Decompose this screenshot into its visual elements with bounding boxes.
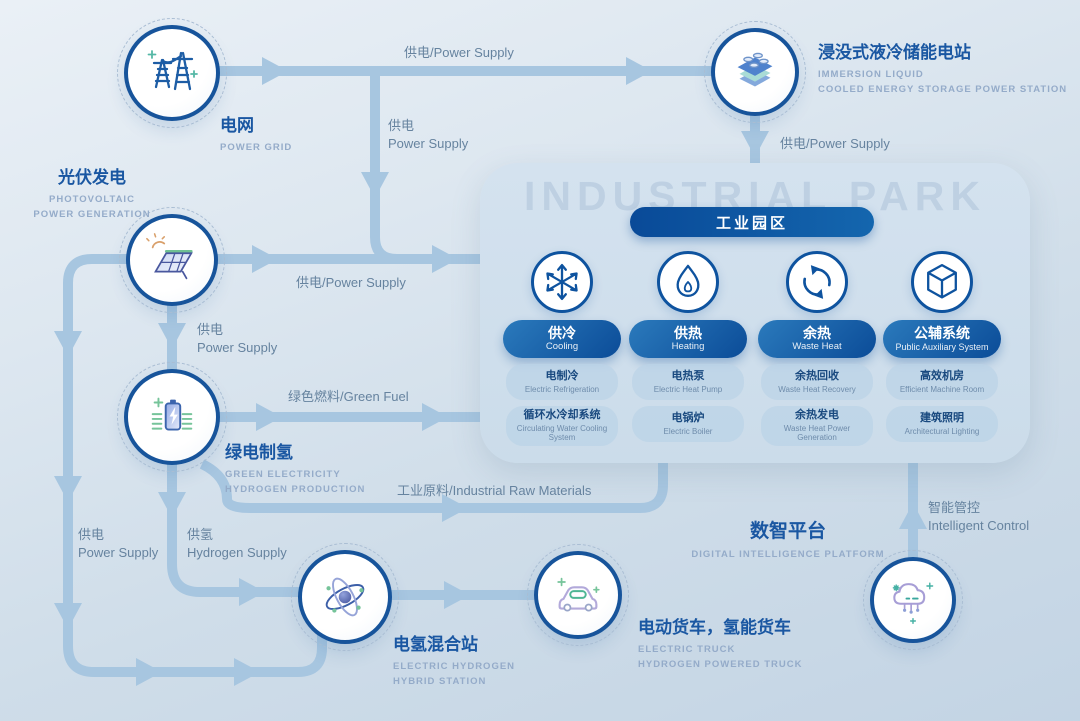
edge-label-pv-down: 供电 Power Supply <box>197 322 278 355</box>
heating-pill: 供热 Heating <box>629 320 747 358</box>
hybrid-station-label: 电氢混合站 ELECTRIC HYDROGEN HYBRID STATION <box>393 635 516 687</box>
trucks-label: 电动货车，氢能货车 ELECTRIC TRUCK HYDROGEN POWERE… <box>638 618 803 670</box>
wire-hydrogen-supply <box>167 464 305 597</box>
list-item: 电制冷 Electric Refrigeration <box>506 364 618 400</box>
truck-icon <box>557 577 600 612</box>
storage-station-icon <box>737 52 773 87</box>
photovoltaic-label: 光伏发电 PHOTOVOLTAIC POWER GENERATION <box>33 168 151 220</box>
list-item: 电锅炉 Electric Boiler <box>632 406 744 442</box>
truck-node <box>527 544 629 646</box>
digital-platform-label: 数智平台 DIGITAL INTELLIGENCE PLATFORM <box>691 521 885 560</box>
wire-raw-materials <box>199 459 668 513</box>
park-column-auxiliary: 公辅系统 Public Auxiliary System 高效机房 Effici… <box>883 251 1001 442</box>
storage-station-label: 浸没式液冷储能电站 IMMERSION LIQUID COOLED ENERGY… <box>818 43 1068 95</box>
park-column-heating: 供热 Heating 电热泵 Electric Heat Pump 电锅炉 El… <box>629 251 747 442</box>
list-item: 电热泵 Electric Heat Pump <box>632 364 744 400</box>
cooling-pill: 供冷 Cooling <box>503 320 621 358</box>
list-item: 高效机房 Efficient Machine Room <box>886 364 998 400</box>
list-item: 余热回收 Waste Heat Recovery <box>761 364 873 400</box>
edge-label-intelligent-control: 智能管控 Intelligent Control <box>928 500 1030 533</box>
digital-platform-node <box>863 550 963 650</box>
list-item: 建筑照明 Architectural Lighting <box>886 406 998 442</box>
storage-station-node <box>704 21 806 123</box>
wire-grid-branch-down <box>370 71 398 264</box>
cloud-platform-icon <box>892 582 934 625</box>
edge-label-storage-down: 供电/Power Supply <box>780 136 890 151</box>
edge-label-pv-right: 供电/Power Supply <box>296 275 406 290</box>
wire-pv-loop <box>63 254 480 677</box>
edge-label-hydrogen-supply: 供氢 Hydrogen Supply <box>187 527 287 560</box>
list-item: 余热发电 Waste Heat Power Generation <box>761 406 873 446</box>
power-grid-label: 电网 POWER GRID <box>220 116 293 153</box>
edge-label-power-supply-top: 供电/Power Supply <box>404 45 514 60</box>
power-grid-icon <box>147 50 198 91</box>
hydrogen-production-label: 绿电制氢 GREEN ELECTRICITY HYDROGEN PRODUCTI… <box>225 443 366 495</box>
recycle-icon <box>786 251 848 313</box>
edge-label-bottom-power: 供电 Power Supply <box>78 527 159 560</box>
hydrogen-production-icon <box>151 397 193 431</box>
industrial-park-badge: 工业园区 <box>630 207 874 237</box>
industrial-park-panel: INDUSTRIAL PARK 工业园区 供冷 Cooling 电制冷 Elec… <box>480 163 1030 463</box>
cube-icon <box>911 251 973 313</box>
waste-heat-pill: 余热 Waste Heat <box>758 320 876 358</box>
photovoltaic-node <box>119 207 225 313</box>
snowflake-icon <box>531 251 593 313</box>
photovoltaic-icon <box>146 233 193 280</box>
edge-label-raw-materials: 工业原料/Industrial Raw Materials <box>397 483 592 498</box>
flame-icon <box>657 251 719 313</box>
park-column-waste-heat: 余热 Waste Heat 余热回收 Waste Heat Recovery 余… <box>758 251 876 446</box>
hybrid-station-icon <box>325 577 365 617</box>
edge-label-green-fuel: 绿色燃料/Green Fuel <box>288 389 409 404</box>
list-item: 循环水冷却系统 Circulating Water Cooling System <box>506 406 618 446</box>
hydrogen-production-node <box>117 362 227 472</box>
hybrid-station-node <box>291 543 399 651</box>
park-column-cooling: 供冷 Cooling 电制冷 Electric Refrigeration 循环… <box>503 251 621 446</box>
edge-label-grid-down: 供电 Power Supply <box>388 118 469 151</box>
auxiliary-pill: 公辅系统 Public Auxiliary System <box>883 320 1001 358</box>
power-grid-node <box>117 18 227 128</box>
